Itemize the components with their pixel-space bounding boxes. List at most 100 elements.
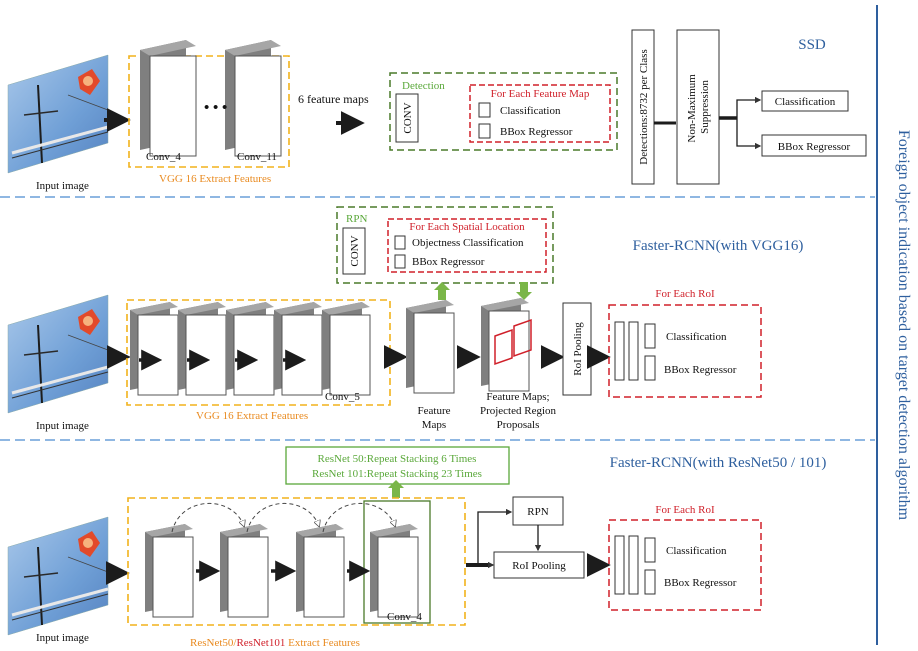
res-repeat-50: ResNet 50:Repeat Stacking 6 Times: [318, 453, 477, 465]
vgg-map-5: [321, 301, 371, 396]
res-cls-box: [644, 537, 656, 563]
res-bbox-label: BBox Regressor: [664, 577, 737, 589]
vgg-objectness-box: [394, 235, 406, 250]
vgg-proposal-2: [513, 318, 532, 358]
ssd-title: SSD: [798, 37, 826, 53]
res-cls-label: Classification: [666, 545, 727, 557]
res-extract-part1: ResNet50/: [190, 637, 237, 649]
res-map-1: [144, 523, 194, 618]
ssd-each-map-box: [469, 84, 611, 143]
vgg-map-2: [177, 301, 227, 396]
vgg-input-label: Input image: [36, 420, 89, 432]
res-extract-box: [127, 497, 466, 626]
ssd-out-cls-box: [761, 90, 849, 112]
res-repeat-101: ResNet 101:Repeat Stacking 23 Times: [312, 468, 482, 480]
ssd-conv4-map: [139, 39, 197, 157]
ssd-conv11-map: [224, 39, 282, 157]
res-skip-3: [322, 503, 395, 533]
ssd-detection-box: [389, 72, 618, 151]
vgg-cls-label: Classification: [666, 331, 727, 343]
vgg-rpn-bbox-label: BBox Regressor: [412, 256, 485, 268]
vgg-spatial-label: For Each Spatial Location: [409, 221, 525, 233]
ssd-conv-box: [395, 93, 419, 143]
res-skip-1: [171, 503, 244, 533]
res-extract-part3: Extract Features: [285, 637, 360, 649]
vgg-bbox-box: [644, 355, 656, 381]
vgg-green-arrow-down: [516, 282, 532, 300]
ssd-bbox-box: [478, 123, 491, 139]
res-roi-label: RoI Pooling: [512, 560, 566, 572]
res-map-4: [369, 523, 419, 618]
vgg-feature-label-2: Maps: [422, 419, 446, 431]
res-input-label: Input image: [36, 632, 89, 644]
vgg-green-arrow-up: [434, 282, 450, 300]
ssd-feature-maps-label: 6 feature maps: [298, 92, 369, 106]
res-input-image: [6, 515, 110, 637]
vgg-roi-label: RoI Pooling: [572, 322, 584, 376]
vgg-proj-label-3: Proposals: [497, 419, 540, 431]
vgg-conv-label: Conv_5: [325, 391, 360, 403]
ssd-input-image: [6, 53, 110, 175]
vgg-rpn-bbox-box: [394, 254, 406, 269]
ssd-each-map-label: For Each Feature Map: [491, 88, 590, 100]
vgg-cls-box: [644, 323, 656, 349]
vgg-proj-label-2: Projected Region: [480, 405, 557, 417]
vgg-feature-map: [405, 299, 455, 394]
ssd-ellipsis: • • •: [204, 100, 227, 116]
ssd-extract-label: VGG 16 Extract Features: [159, 173, 271, 185]
vgg-map-3: [225, 301, 275, 396]
res-extract-label: ResNet50/ResNet101 Extract Features: [190, 637, 360, 649]
res-fc-1: [614, 535, 625, 595]
vgg-rpn-label: RPN: [346, 213, 367, 225]
res-green-arrow: [388, 480, 404, 498]
ssd-arrow-cls: [736, 96, 762, 118]
res-fc-2: [628, 535, 639, 595]
ssd-detection-label: Detection: [402, 80, 445, 92]
ssd-nms-line1: Non-Maximum: [686, 74, 698, 143]
ssd-out-cls-label: Classification: [775, 96, 836, 108]
ssd-input-label: Input image: [36, 180, 89, 192]
vgg-bbox-label: BBox Regressor: [664, 364, 737, 376]
side-title: Foreign object indication based on targe…: [895, 130, 912, 521]
vgg-spatial-box: [387, 218, 547, 273]
vgg-extract-label: VGG 16 Extract Features: [196, 410, 308, 422]
vgg-each-roi-label: For Each RoI: [655, 288, 715, 300]
res-bbox-box: [644, 569, 656, 595]
ssd-arrow-bbox: [736, 118, 762, 150]
vgg-proposal-1: [494, 328, 513, 366]
res-each-roi-label: For Each RoI: [655, 504, 715, 516]
res-conv4-label: Conv_4: [387, 611, 422, 623]
vgg-extract-box: [126, 299, 391, 406]
vgg-rpn-conv-label: CONV: [349, 235, 361, 266]
vgg-map-4: [273, 301, 323, 396]
vgg-objectness-label: Objectness Classification: [412, 237, 524, 249]
res-arrow-rpn: [477, 508, 513, 565]
ssd-cls-box: [478, 102, 491, 118]
ssd-nms-box: [676, 29, 720, 185]
vgg-title: Faster-RCNN(with VGG16): [633, 238, 804, 254]
ssd-cls-label: Classification: [500, 105, 561, 117]
vgg-map-1: [129, 301, 179, 396]
res-title: Faster-RCNN(with ResNet50 / 101): [610, 455, 827, 471]
frcnn-resnet-section: Input image ResNet 50:Repeat Stacking 6 …: [6, 446, 827, 649]
vgg-each-roi-box: [608, 304, 762, 398]
res-extract-part2: ResNet101: [236, 637, 285, 649]
res-skip-2: [246, 503, 319, 533]
ssd-nms-label: Non-Maximum Suppression: [686, 71, 711, 142]
ssd-detections-label: Detections:8732 per Class: [638, 49, 650, 164]
res-map-2: [219, 523, 269, 618]
res-repeat-box: [285, 446, 510, 485]
vgg-fc-2: [628, 321, 639, 381]
ssd-section: Input image • • • Conv_4 Conv_11 VGG 16 …: [6, 29, 867, 192]
vgg-input-image: [6, 293, 110, 415]
vgg-proj-map: [480, 297, 530, 392]
ssd-conv4-label: Conv_4: [146, 151, 181, 163]
ssd-out-bbox-box: [761, 134, 867, 157]
vgg-fc-1: [614, 321, 625, 381]
res-rpn-label: RPN: [527, 506, 548, 518]
vgg-rpn-box: [336, 206, 554, 284]
res-roi-box: [493, 551, 585, 579]
vgg-rpn-conv-box: [342, 227, 366, 275]
vgg-feature-label-1: Feature: [418, 405, 451, 417]
